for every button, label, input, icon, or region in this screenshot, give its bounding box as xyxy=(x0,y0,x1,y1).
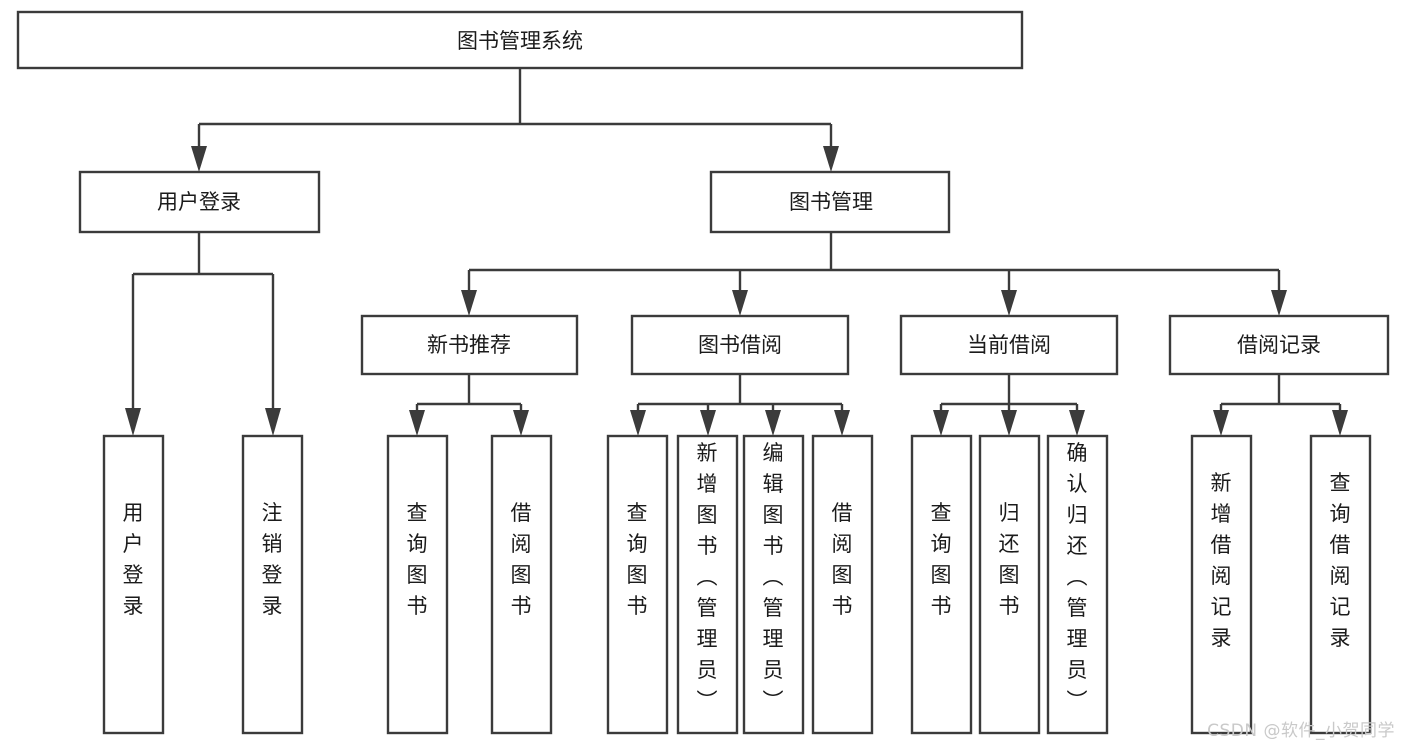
node-leaf-user-login[interactable]: 用户登录 xyxy=(102,434,165,735)
arrow-head-icon xyxy=(1001,290,1017,316)
node-leaf-borrow-book-1[interactable]: 借阅图书 xyxy=(490,434,553,735)
node-box xyxy=(910,434,973,735)
node-box xyxy=(606,434,669,735)
connector-newbook-to-leaves xyxy=(409,374,529,436)
node-label: 借阅记录 xyxy=(1237,333,1321,357)
node-label: 查询图书 xyxy=(931,501,952,618)
connector-currentborrow-to-leaves xyxy=(933,374,1085,436)
node-label: 新书推荐 xyxy=(427,333,511,357)
node-box xyxy=(102,434,165,735)
node-user-login[interactable]: 用户登录 xyxy=(78,170,321,234)
arrow-head-icon xyxy=(125,408,141,436)
connector-bookmgmt-to-level3 xyxy=(461,232,1287,316)
arrow-head-icon xyxy=(409,410,425,436)
arrow-head-icon xyxy=(265,408,281,436)
node-box xyxy=(78,170,321,234)
node-label: 图书管理 xyxy=(789,190,873,214)
node-box xyxy=(630,314,850,376)
node-label: 借阅图书 xyxy=(832,501,853,618)
arrow-head-icon xyxy=(1332,410,1348,436)
node-box xyxy=(1309,434,1372,735)
node-label: 新增图书︵管理员︶ xyxy=(697,441,718,713)
node-book-management[interactable]: 图书管理 xyxy=(709,170,951,234)
node-leaf-query-record[interactable]: 查询借阅记录 xyxy=(1309,434,1372,735)
node-leaf-edit-book[interactable]: 编辑图书︵管理员︶ xyxy=(742,434,805,735)
arrow-head-icon xyxy=(1271,290,1287,316)
csdn-watermark: CSDN @软件_小贺同学 xyxy=(1207,721,1395,741)
node-root[interactable]: 图书管理系统 xyxy=(16,10,1024,70)
node-box xyxy=(1046,434,1109,735)
node-label: 新增借阅记录 xyxy=(1211,471,1232,650)
node-label: 图书借阅 xyxy=(698,333,782,357)
node-leaf-add-book[interactable]: 新增图书︵管理员︶ xyxy=(676,434,739,735)
node-leaf-query-book-3[interactable]: 查询图书 xyxy=(910,434,973,735)
node-leaf-logout[interactable]: 注销登录 xyxy=(241,434,304,735)
arrow-head-icon xyxy=(191,146,207,172)
node-label: 查询图书 xyxy=(407,501,428,618)
arrow-head-icon xyxy=(732,290,748,316)
node-box xyxy=(899,314,1119,376)
arrow-head-icon xyxy=(933,410,949,436)
node-box xyxy=(16,10,1024,70)
node-leaf-confirm-return[interactable]: 确认归还︵管理员︶ xyxy=(1046,434,1109,735)
arrow-head-icon xyxy=(513,410,529,436)
node-borrow-record[interactable]: 借阅记录 xyxy=(1168,314,1390,376)
node-label: 编辑图书︵管理员︶ xyxy=(763,441,784,713)
node-box xyxy=(386,434,449,735)
node-box xyxy=(1168,314,1390,376)
node-leaf-add-record[interactable]: 新增借阅记录 xyxy=(1190,434,1253,735)
node-leaf-return-book[interactable]: 归还图书 xyxy=(978,434,1041,735)
node-box xyxy=(709,170,951,234)
arrow-head-icon xyxy=(765,410,781,436)
node-label: 用户登录 xyxy=(157,190,241,214)
arrow-head-icon xyxy=(461,290,477,316)
node-leaf-borrow-book-2[interactable]: 借阅图书 xyxy=(811,434,874,735)
connector-userlogin-to-leaves xyxy=(125,232,281,436)
node-label: 图书管理系统 xyxy=(457,29,583,53)
node-box xyxy=(811,434,874,735)
arrow-head-icon xyxy=(1001,410,1017,436)
arrow-head-icon xyxy=(700,410,716,436)
node-box xyxy=(1190,434,1253,735)
node-label: 当前借阅 xyxy=(967,333,1051,357)
arrow-head-icon xyxy=(630,410,646,436)
node-label: 查询图书 xyxy=(627,501,648,618)
arrow-head-icon xyxy=(1213,410,1229,436)
node-new-book-recommend[interactable]: 新书推荐 xyxy=(360,314,579,376)
node-label: 注销登录 xyxy=(262,501,283,618)
node-box xyxy=(490,434,553,735)
node-box xyxy=(241,434,304,735)
node-label: 借阅图书 xyxy=(511,501,532,618)
node-leaf-query-book-2[interactable]: 查询图书 xyxy=(606,434,669,735)
node-label: 用户登录 xyxy=(123,501,144,618)
node-box xyxy=(978,434,1041,735)
arrow-head-icon xyxy=(1069,410,1085,436)
connector-root-to-level2 xyxy=(191,68,839,172)
connector-borrowrecord-to-leaves xyxy=(1213,374,1348,436)
node-label: 归还图书 xyxy=(999,501,1020,618)
node-box xyxy=(742,434,805,735)
node-label: 查询借阅记录 xyxy=(1330,471,1351,650)
node-leaf-query-book-1[interactable]: 查询图书 xyxy=(386,434,449,735)
arrow-head-icon xyxy=(823,146,839,172)
node-book-borrow[interactable]: 图书借阅 xyxy=(630,314,850,376)
connector-bookborrow-to-leaves xyxy=(630,374,850,436)
node-label: 确认归还︵管理员︶ xyxy=(1067,441,1088,713)
arrow-head-icon xyxy=(834,410,850,436)
node-current-borrow[interactable]: 当前借阅 xyxy=(899,314,1119,376)
node-box xyxy=(676,434,739,735)
node-box xyxy=(360,314,579,376)
